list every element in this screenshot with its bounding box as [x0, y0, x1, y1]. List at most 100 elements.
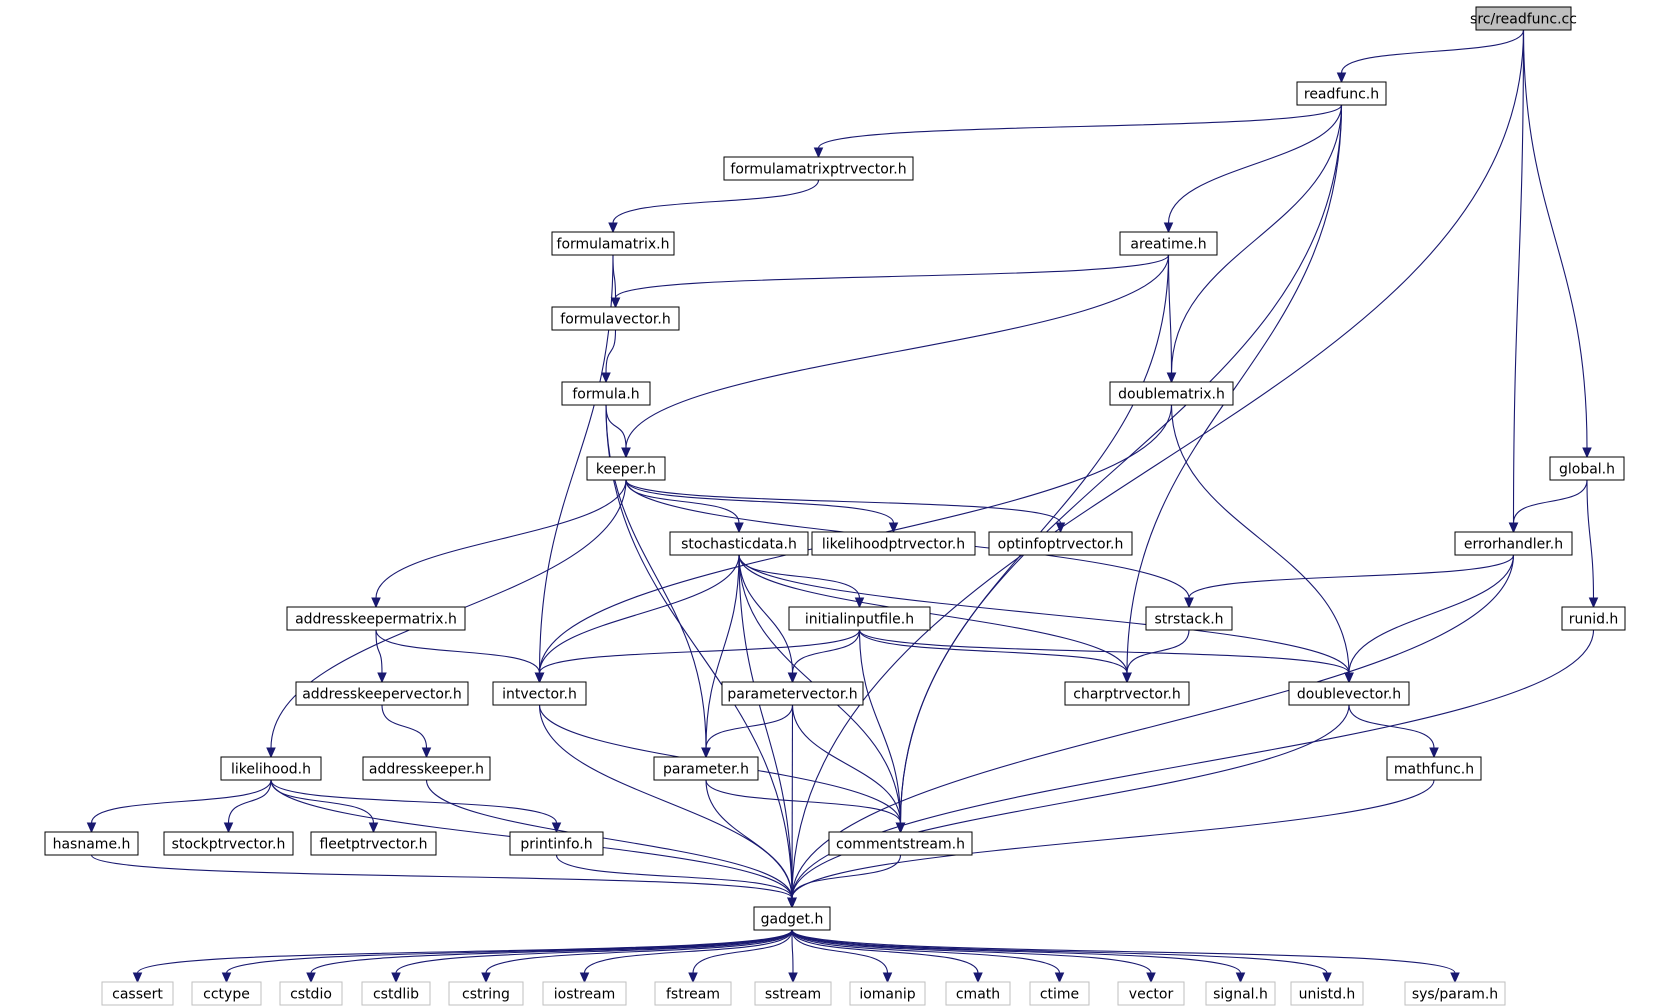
edge-intvector-to-gadget [538, 704, 797, 909]
edge-arrowhead [1235, 972, 1246, 984]
node-box [1290, 981, 1364, 1006]
node-stockptrvector[interactable]: stockptrvector.h [163, 831, 294, 856]
edge-areatime-to-keeper [621, 254, 1170, 459]
node-commentstream[interactable]: commentstream.h [828, 831, 973, 856]
node-doublevector[interactable]: doublevector.h [1288, 681, 1410, 706]
edge-arrowhead [882, 972, 893, 984]
edge-line [375, 629, 541, 674]
node-ctime: ctime [1029, 981, 1090, 1006]
edge-arrowhead [601, 372, 611, 384]
edge-arrowhead [610, 297, 621, 309]
node-box [286, 606, 466, 631]
node-box [509, 831, 604, 856]
edge-errorhandler-to-strstack [1184, 554, 1515, 609]
node-runid[interactable]: runid.h [1561, 606, 1626, 631]
edge-line [791, 704, 902, 824]
edge-printinfo-to-gadget [555, 854, 797, 909]
edge-line [225, 929, 793, 974]
edge-line [738, 554, 1128, 674]
edge-line [538, 629, 861, 674]
node-global[interactable]: global.h [1549, 456, 1625, 481]
edge-arrowhead [1322, 972, 1332, 984]
node-label: gadget.h [761, 912, 824, 928]
edge-arrowhead [534, 672, 545, 684]
node-label: sys/param.h [1412, 987, 1498, 1003]
node-label: charptrvector.h [1073, 687, 1180, 703]
node-initialinputfile[interactable]: initialinputfile.h [788, 606, 931, 631]
node-label: mathfunc.h [1394, 762, 1474, 778]
edge-initialinputfile-to-parametervector [787, 629, 861, 684]
node-box [448, 981, 524, 1006]
edge-arrowhead [734, 522, 744, 534]
node-addresskeeper[interactable]: addresskeeper.h [362, 756, 491, 781]
edge-gadget-to-vector [791, 929, 1156, 984]
node-box [1205, 981, 1276, 1006]
node-label: formula.h [572, 387, 639, 403]
node-charptrvector[interactable]: charptrvector.h [1064, 681, 1190, 706]
node-parameter[interactable]: parameter.h [653, 756, 759, 781]
node-label: ctime [1040, 987, 1079, 1003]
node-label: cstdlib [373, 987, 419, 1003]
edge-line [90, 779, 272, 824]
node-hasname[interactable]: hasname.h [44, 831, 139, 856]
node-box [492, 681, 587, 706]
edge-arrowhead [895, 822, 906, 834]
node-box [542, 981, 627, 1006]
node-errorhandler[interactable]: errorhandler.h [1454, 531, 1573, 556]
edge-parametervector-to-commentstream [791, 704, 906, 834]
edge-arrowhead [221, 972, 232, 984]
node-mathfunc[interactable]: mathfunc.h [1386, 756, 1482, 781]
node-box [1549, 456, 1625, 481]
node-label: sstream [765, 987, 821, 1003]
node-intvector[interactable]: intvector.h [492, 681, 587, 706]
edge-gadget-to-cstdlib [391, 929, 793, 984]
edge-line [791, 929, 1061, 974]
node-optinfoptrvector[interactable]: optinfoptrvector.h [988, 531, 1133, 556]
node-keeper[interactable]: keeper.h [586, 456, 666, 481]
node-cstdio: cstdio [279, 981, 343, 1006]
node-likelihoodptrvector[interactable]: likelihoodptrvector.h [811, 531, 976, 556]
node-formulamatrixptrvector[interactable]: formulamatrixptrvector.h [723, 156, 914, 181]
node-formulamatrix[interactable]: formulamatrix.h [551, 231, 675, 256]
node-label: iostream [554, 987, 616, 1003]
edge-line [605, 404, 627, 449]
node-parametervector[interactable]: parametervector.h [721, 681, 864, 706]
node-label: errorhandler.h [1464, 537, 1563, 553]
edge-line [705, 779, 902, 824]
node-readfunc-cc[interactable]: src/readfunc.cc [1470, 6, 1577, 31]
node-box [1296, 81, 1387, 106]
edge-arrowhead [621, 447, 631, 459]
edge-gadget-to-iostream [579, 929, 793, 984]
edge-arrowhead [306, 972, 316, 984]
node-gadget[interactable]: gadget.h [753, 906, 831, 931]
node-box [828, 831, 973, 856]
edge-line [614, 254, 1170, 299]
node-addresskeepermatrix[interactable]: addresskeepermatrix.h [286, 606, 466, 631]
node-doublematrix[interactable]: doublematrix.h [1109, 381, 1234, 406]
node-addresskeepervector[interactable]: addresskeepervector.h [295, 681, 469, 706]
node-label: strstack.h [1154, 612, 1223, 628]
node-fleetptrvector[interactable]: fleetptrvector.h [310, 831, 437, 856]
node-formulavector[interactable]: formulavector.h [551, 306, 680, 331]
edge-gadget-to-cstring [481, 929, 793, 984]
node-box [310, 831, 437, 856]
edge-line [375, 479, 627, 599]
node-box [849, 981, 926, 1006]
edge-line [791, 929, 979, 974]
node-box [723, 156, 914, 181]
edge-arrowhead [1336, 72, 1347, 84]
edge-line [791, 929, 889, 974]
edge-initialinputfile-to-charptrvector [858, 629, 1132, 684]
node-readfunc-h[interactable]: readfunc.h [1296, 81, 1387, 106]
node-areatime[interactable]: areatime.h [1119, 231, 1218, 256]
node-likelihood[interactable]: likelihood.h [220, 756, 322, 781]
node-strstack[interactable]: strstack.h [1145, 606, 1233, 631]
node-stochasticdata[interactable]: stochasticdata.h [669, 531, 809, 556]
node-box [945, 981, 1011, 1006]
node-label: vector [1129, 987, 1174, 1003]
edge-arrowhead [608, 222, 618, 234]
node-printinfo[interactable]: printinfo.h [509, 831, 604, 856]
edge-line [791, 29, 1525, 899]
node-formula[interactable]: formula.h [561, 381, 651, 406]
